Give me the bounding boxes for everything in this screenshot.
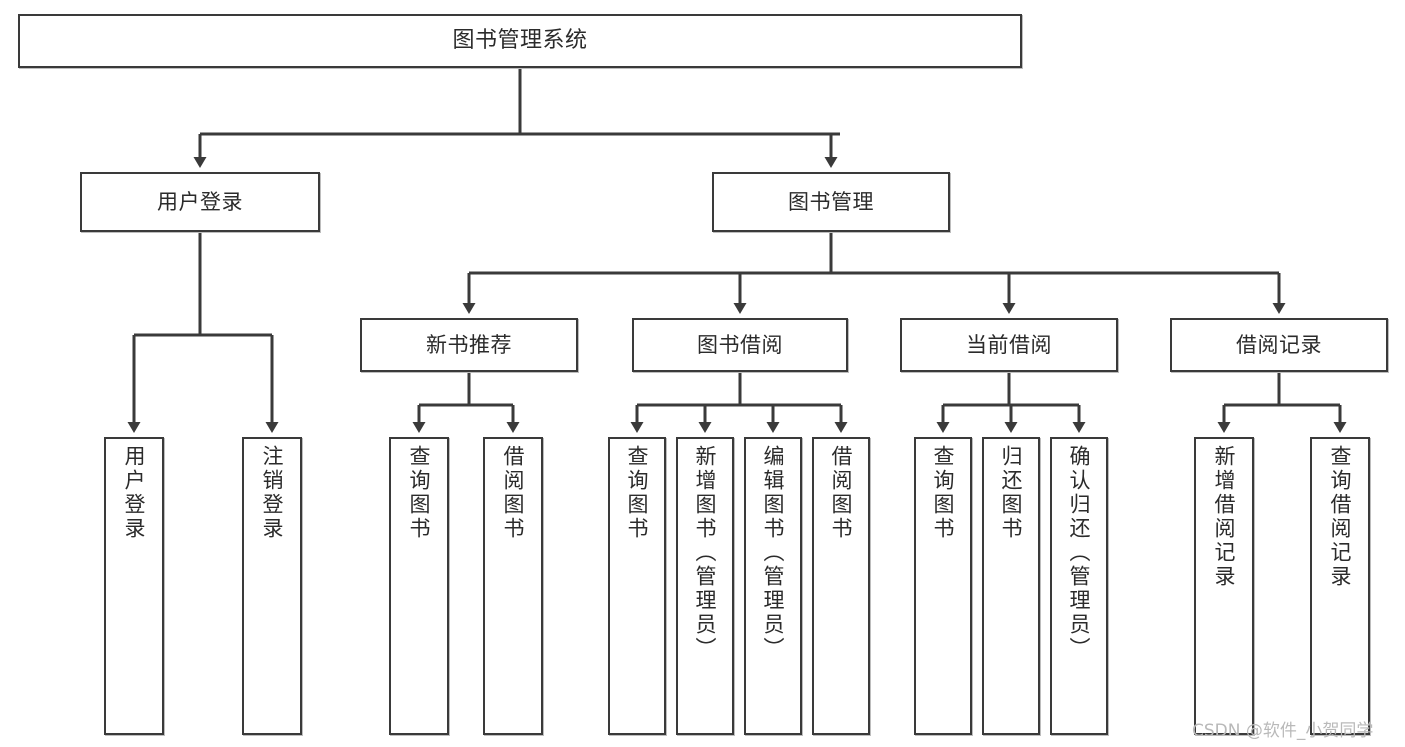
node-leaf-logout[interactable]: 注销登录 — [242, 437, 302, 735]
node-leaf-add-borrow-record-label: 新增借阅记录 — [1212, 445, 1237, 589]
node-leaf-edit-book-admin[interactable]: 编辑图书（管理员） — [744, 437, 802, 735]
csdn-watermark: CSDN @软件_小贺同学 — [1192, 721, 1374, 741]
node-new-book-recommend[interactable]: 新书推荐 — [360, 318, 578, 372]
node-book-manage[interactable]: 图书管理 — [712, 172, 950, 232]
node-root-label: 图书管理系统 — [452, 28, 588, 54]
node-leaf-query-book-3-label: 查询图书 — [931, 445, 956, 541]
node-leaf-user-login-label: 用户登录 — [122, 445, 147, 541]
node-borrow-record-label: 借阅记录 — [1236, 332, 1322, 357]
node-current-borrow[interactable]: 当前借阅 — [900, 318, 1118, 372]
node-new-book-recommend-label: 新书推荐 — [426, 332, 512, 357]
node-book-manage-label: 图书管理 — [788, 189, 874, 214]
node-leaf-query-book-1[interactable]: 查询图书 — [389, 437, 449, 735]
node-leaf-query-book-1-label: 查询图书 — [407, 445, 432, 541]
node-leaf-edit-book-admin-label: 编辑图书（管理员） — [761, 445, 786, 661]
node-leaf-query-borrow-record-label: 查询借阅记录 — [1328, 445, 1353, 589]
node-root[interactable]: 图书管理系统 — [18, 14, 1022, 68]
node-leaf-add-borrow-record[interactable]: 新增借阅记录 — [1194, 437, 1254, 735]
node-book-borrow-label: 图书借阅 — [697, 332, 783, 357]
node-borrow-record[interactable]: 借阅记录 — [1170, 318, 1388, 372]
node-leaf-confirm-return-admin[interactable]: 确认归还（管理员） — [1050, 437, 1108, 735]
node-leaf-confirm-return-admin-label: 确认归还（管理员） — [1067, 445, 1092, 661]
node-leaf-return-book[interactable]: 归还图书 — [982, 437, 1040, 735]
node-leaf-add-book-admin[interactable]: 新增图书（管理员） — [676, 437, 734, 735]
node-leaf-logout-label: 注销登录 — [260, 445, 285, 541]
node-user-login-label: 用户登录 — [157, 189, 243, 214]
node-leaf-borrow-book-2[interactable]: 借阅图书 — [812, 437, 870, 735]
node-leaf-query-book-3[interactable]: 查询图书 — [914, 437, 972, 735]
node-leaf-add-book-admin-label: 新增图书（管理员） — [693, 445, 718, 661]
node-leaf-query-book-2-label: 查询图书 — [625, 445, 650, 541]
node-book-borrow[interactable]: 图书借阅 — [632, 318, 848, 372]
node-leaf-query-borrow-record[interactable]: 查询借阅记录 — [1310, 437, 1370, 735]
node-leaf-borrow-book-1[interactable]: 借阅图书 — [483, 437, 543, 735]
node-leaf-return-book-label: 归还图书 — [999, 445, 1024, 541]
node-user-login[interactable]: 用户登录 — [80, 172, 320, 232]
node-leaf-borrow-book-1-label: 借阅图书 — [501, 445, 526, 541]
node-leaf-query-book-2[interactable]: 查询图书 — [608, 437, 666, 735]
node-leaf-user-login[interactable]: 用户登录 — [104, 437, 164, 735]
node-current-borrow-label: 当前借阅 — [966, 332, 1052, 357]
node-leaf-borrow-book-2-label: 借阅图书 — [829, 445, 854, 541]
